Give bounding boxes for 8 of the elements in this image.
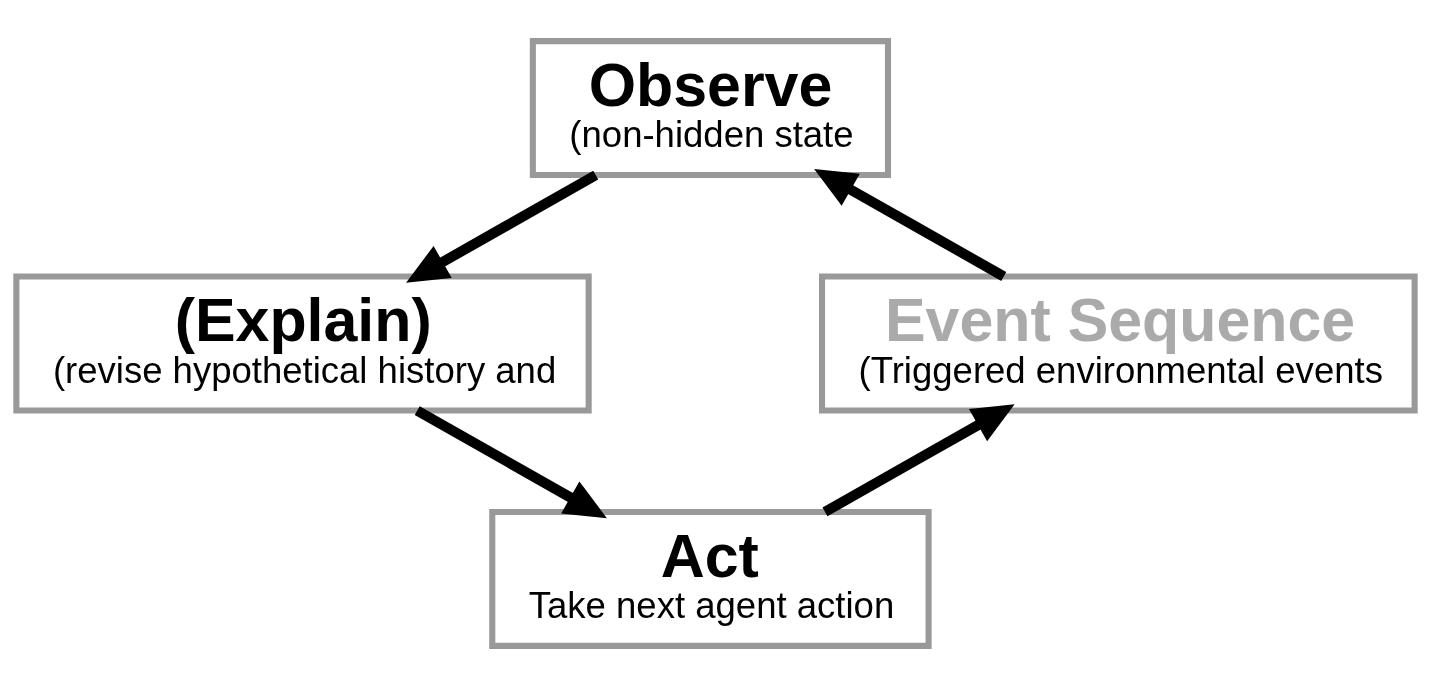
arrow: [814, 168, 1007, 281]
node-box: Act Take next agent action: [489, 508, 932, 649]
arrow: [822, 404, 1015, 517]
arrow: [406, 170, 599, 283]
node-box: (Explain) (revise hypothetical history and: [13, 273, 592, 414]
node-box: Event Sequence (Triggered environmental events: [819, 273, 1418, 414]
node-box: Observe (non-hidden state: [529, 38, 892, 179]
arrow: [414, 406, 607, 519]
